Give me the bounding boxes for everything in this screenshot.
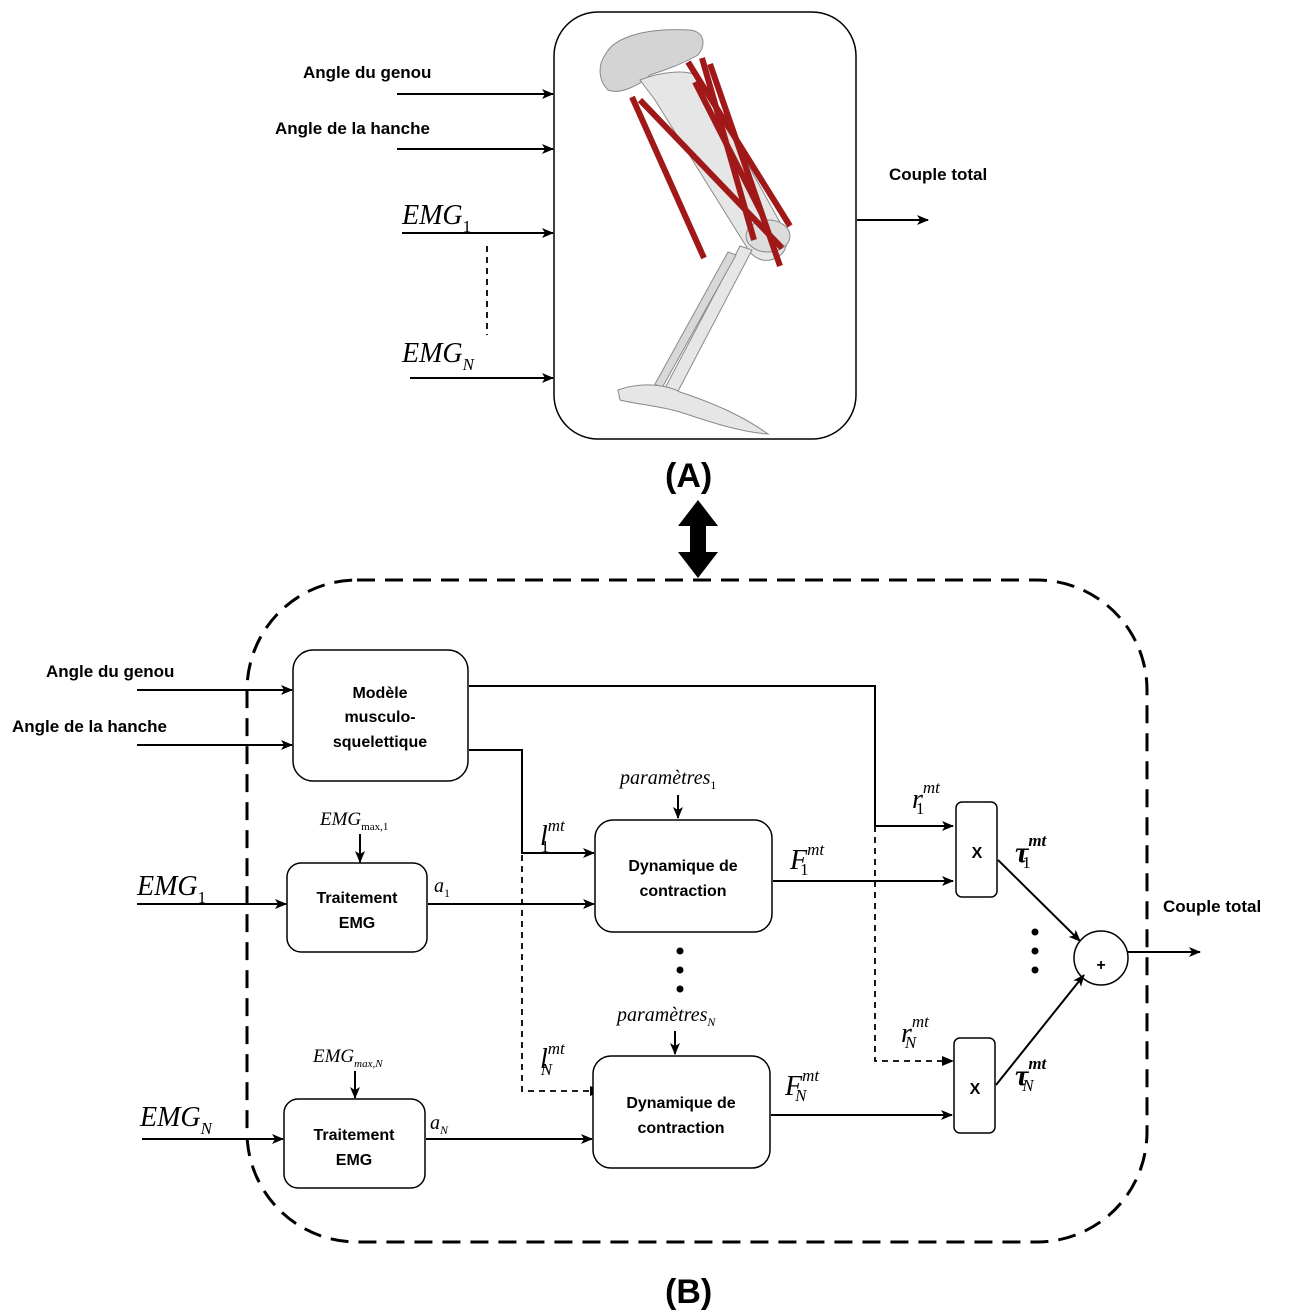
emg-proc-N-line-2: EMG bbox=[336, 1152, 372, 1169]
params-N-label: paramètresN bbox=[615, 1004, 716, 1029]
multiplier-N-symbol: X bbox=[970, 1081, 981, 1098]
b-hip-angle-label: Angle de la hanche bbox=[12, 717, 167, 736]
multiplier-1-symbol: X bbox=[972, 845, 983, 862]
a-emgN-label: EMGN bbox=[401, 338, 476, 374]
musculo-line-2: musculo- bbox=[344, 709, 415, 726]
b-knee-angle-label: Angle du genou bbox=[46, 662, 174, 681]
emg-processing-block-1 bbox=[286, 862, 428, 953]
a-caption: (A) bbox=[665, 457, 712, 495]
summation-symbol: + bbox=[1096, 957, 1105, 974]
b-emg1-label: EMG1 bbox=[136, 871, 206, 907]
multiplier-block-1 bbox=[955, 801, 998, 898]
a-hip-angle-label: Angle de la hanche bbox=[275, 119, 430, 138]
a-total-torque-label: Couple total bbox=[889, 165, 987, 184]
a-1-label: a1 bbox=[434, 875, 450, 900]
musculo-line-3: squelettique bbox=[333, 734, 427, 751]
multiplier-block-N bbox=[953, 1037, 996, 1134]
emg-proc-1-line-1: Traitement bbox=[317, 890, 399, 907]
r-n-dashed-branch bbox=[874, 826, 945, 1062]
contraction-1-line-2: contraction bbox=[639, 883, 726, 900]
contraction-dynamics-block-1 bbox=[594, 819, 773, 933]
a-knee-angle-label: Angle du genou bbox=[303, 63, 431, 82]
emg-proc-N-line-1: Traitement bbox=[314, 1127, 396, 1144]
a-emg1-label: EMG1 bbox=[401, 200, 471, 236]
emg-max-1-label: EMGmax,1 bbox=[319, 809, 388, 833]
summation-node bbox=[1073, 930, 1129, 986]
b-dashed-boundary bbox=[245, 578, 1149, 1244]
musculoskeletal-model-block bbox=[292, 649, 469, 782]
panel-a: Angle du genou Angle de la hanche EMG1 E… bbox=[275, 11, 987, 495]
emg-max-N-label: EMGmax,N bbox=[312, 1046, 383, 1070]
b-total-torque-label: Couple total bbox=[1163, 897, 1261, 916]
l-n-dashed-branch bbox=[521, 855, 590, 1092]
params-1-label: paramètres1 bbox=[618, 767, 716, 792]
contraction-N-line-2: contraction bbox=[637, 1120, 724, 1137]
contraction-dynamics-block-N bbox=[592, 1055, 771, 1169]
b-emgN-label: EMGN bbox=[139, 1102, 214, 1138]
contraction-N-line-1: Dynamique de bbox=[626, 1095, 735, 1112]
emg-processing-block-N bbox=[283, 1098, 426, 1189]
contraction-1-line-1: Dynamique de bbox=[628, 858, 737, 875]
b-caption: (B) bbox=[665, 1273, 712, 1311]
a-N-label: aN bbox=[430, 1112, 449, 1137]
torque-ellipsis-dots bbox=[1031, 928, 1039, 974]
panel-b: Angle du genou Angle de la hanche Modèle… bbox=[12, 578, 1261, 1311]
leg-skeleton-illustration bbox=[599, 29, 793, 435]
equivalence-double-arrow-icon bbox=[678, 500, 718, 578]
emg-proc-1-line-2: EMG bbox=[339, 915, 375, 932]
leg-model-box bbox=[553, 11, 857, 440]
musculo-line-1: Modèle bbox=[352, 685, 407, 702]
contraction-ellipsis-dots bbox=[676, 947, 684, 993]
